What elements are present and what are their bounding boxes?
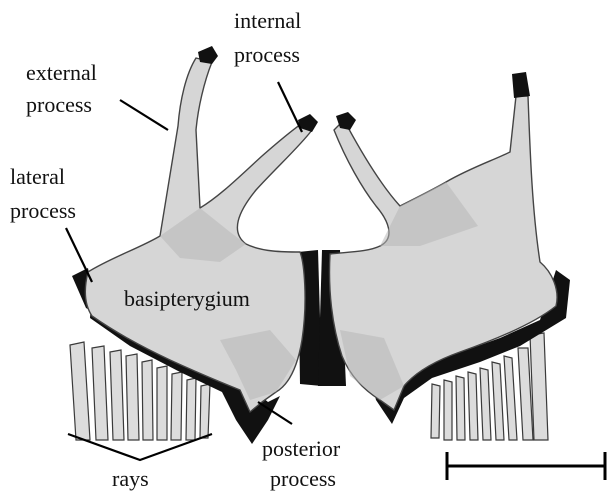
label-internal-process-line2: process — [234, 42, 300, 67]
label-rays: rays — [112, 466, 149, 491]
label-posterior-process-line2: process — [270, 466, 336, 491]
leader-external-process — [120, 100, 168, 130]
label-internal-process-line1: internal — [234, 8, 301, 33]
scale-bar — [446, 452, 606, 480]
label-external-process-line1: external — [26, 60, 97, 85]
label-posterior-process-line1: posterior — [262, 436, 341, 461]
label-lateral-process-line1: lateral — [10, 164, 65, 189]
label-lateral-process-line2: process — [10, 198, 76, 223]
label-external-process-line2: process — [26, 92, 92, 117]
left-basipterygium — [72, 46, 322, 444]
label-basipterygium: basipterygium — [124, 286, 250, 311]
leader-internal-process — [278, 82, 302, 132]
